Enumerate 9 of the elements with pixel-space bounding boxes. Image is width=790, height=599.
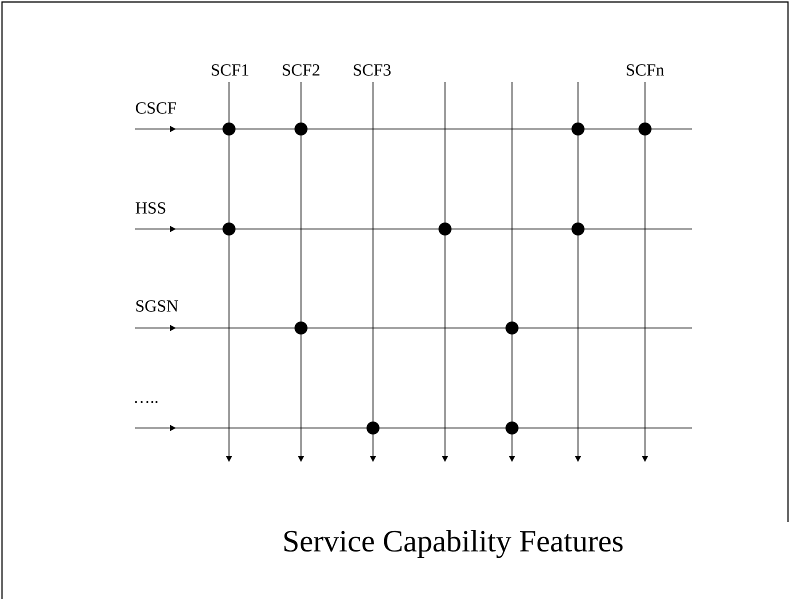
label: SCF3: [354, 64, 391, 76]
label: SCF2: [282, 64, 320, 76]
label: SCF1: [212, 64, 248, 76]
label: …..: [135, 401, 158, 403]
label: SGSN: [136, 300, 178, 312]
label: HSS: [136, 202, 166, 214]
label: SCFn: [626, 64, 664, 76]
caption: Service Capability Features: [284, 530, 623, 558]
label: CSCF: [136, 102, 176, 114]
